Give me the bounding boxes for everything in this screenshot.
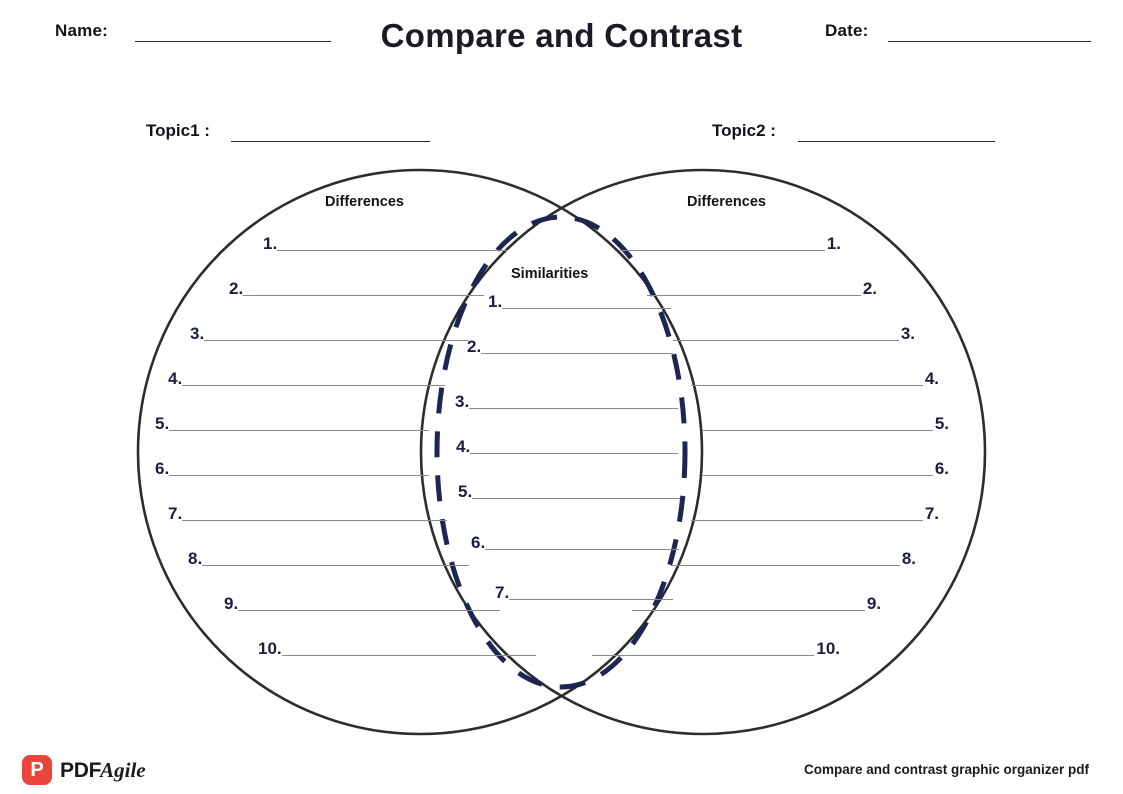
pdfagile-mark-icon: P [22,755,52,785]
topic2-label: Topic2 : [712,121,776,140]
pdfagile-logo: P PDF Agile [22,755,146,785]
write-row[interactable]: 5. [458,479,680,501]
row-number: 3. [900,324,915,343]
write-row[interactable]: 5. [703,411,949,433]
write-row[interactable]: 2. [647,276,877,298]
row-write-line[interactable] [182,385,445,386]
row-number: 1. [263,234,278,253]
row-write-line[interactable] [204,340,469,341]
row-write-line[interactable] [592,655,815,656]
write-row[interactable]: 5. [155,411,429,433]
name-write-line[interactable] [135,41,331,42]
row-number: 7. [168,504,183,523]
row-write-line[interactable] [169,475,429,476]
write-row[interactable]: 8. [671,546,916,568]
write-row[interactable]: 9. [224,591,500,613]
write-row[interactable]: 4. [168,366,445,388]
write-row[interactable]: 10. [592,636,840,658]
row-number: 2. [229,279,244,298]
write-row[interactable]: 9. [632,591,881,613]
row-write-line[interactable] [703,475,933,476]
write-row[interactable]: 2. [229,276,484,298]
write-row[interactable]: 3. [190,321,469,343]
row-number: 6. [155,459,170,478]
footer-caption: Compare and contrast graphic organizer p… [803,762,1089,777]
row-number: 6. [471,533,486,552]
write-row[interactable]: 7. [495,580,673,602]
row-write-line[interactable] [281,655,536,656]
row-number: 2. [467,337,482,356]
topic1-label: Topic1 : [146,121,210,140]
row-number: 1. [826,234,841,253]
write-row[interactable]: 7. [168,501,447,523]
row-number: 7. [924,504,939,523]
row-number: 10. [816,639,840,658]
pdfagile-wordmark: PDF Agile [60,758,146,783]
row-number: 4. [924,369,939,388]
date-write-line[interactable] [888,41,1091,42]
row-write-line[interactable] [238,610,500,611]
write-row[interactable]: 6. [471,530,679,552]
write-row[interactable]: 10. [258,636,536,658]
row-write-line[interactable] [509,599,673,600]
write-row[interactable]: 4. [456,434,678,456]
row-write-line[interactable] [469,408,678,409]
row-write-line[interactable] [485,549,679,550]
row-write-line[interactable] [691,385,923,386]
similarities-heading: Similarities [511,266,589,282]
row-number: 9. [224,594,239,613]
write-row[interactable]: 1. [488,289,671,311]
row-number: 8. [188,549,203,568]
write-row[interactable]: 6. [155,456,429,478]
row-write-line[interactable] [472,498,680,499]
row-write-line[interactable] [691,520,923,521]
row-write-line[interactable] [243,295,484,296]
page-title: Compare and Contrast [380,17,743,54]
date-label: Date: [825,21,869,40]
write-row[interactable]: 1. [263,231,507,253]
row-number: 10. [258,639,282,658]
topic2-write-line[interactable] [798,141,995,142]
row-write-line[interactable] [481,353,673,354]
row-number: 5. [934,414,949,433]
row-number: 3. [455,392,470,411]
row-write-line[interactable] [169,430,429,431]
row-write-line[interactable] [632,610,865,611]
row-number: 2. [862,279,877,298]
row-number: 8. [901,549,916,568]
row-number: 5. [458,482,473,501]
row-number: 3. [190,324,205,343]
row-number: 4. [456,437,471,456]
write-row[interactable]: 8. [188,546,469,568]
write-row[interactable]: 3. [455,389,678,411]
row-number: 1. [488,292,503,311]
row-number: 7. [495,583,510,602]
write-row[interactable]: 6. [703,456,949,478]
write-row[interactable]: 4. [691,366,939,388]
row-write-line[interactable] [277,250,507,251]
left-differences-heading: Differences [325,194,404,210]
row-write-line[interactable] [671,565,900,566]
row-write-line[interactable] [470,453,678,454]
row-write-line[interactable] [502,308,671,309]
right-differences-heading: Differences [687,194,766,210]
row-write-line[interactable] [182,520,447,521]
row-number: 4. [168,369,183,388]
row-write-line[interactable] [202,565,469,566]
write-row[interactable]: 1. [620,231,841,253]
name-label: Name: [55,21,108,40]
row-number: 6. [934,459,949,478]
topic1-write-line[interactable] [231,141,430,142]
brand-agile-text: Agile [100,757,146,782]
row-write-line[interactable] [620,250,825,251]
row-write-line[interactable] [703,430,933,431]
write-row[interactable]: 3. [673,321,915,343]
row-number: 9. [866,594,881,613]
write-row[interactable]: 2. [467,334,673,356]
write-row[interactable]: 7. [691,501,939,523]
brand-pdf-text: PDF [60,758,102,782]
row-number: 5. [155,414,170,433]
row-write-line[interactable] [647,295,861,296]
row-write-line[interactable] [673,340,899,341]
